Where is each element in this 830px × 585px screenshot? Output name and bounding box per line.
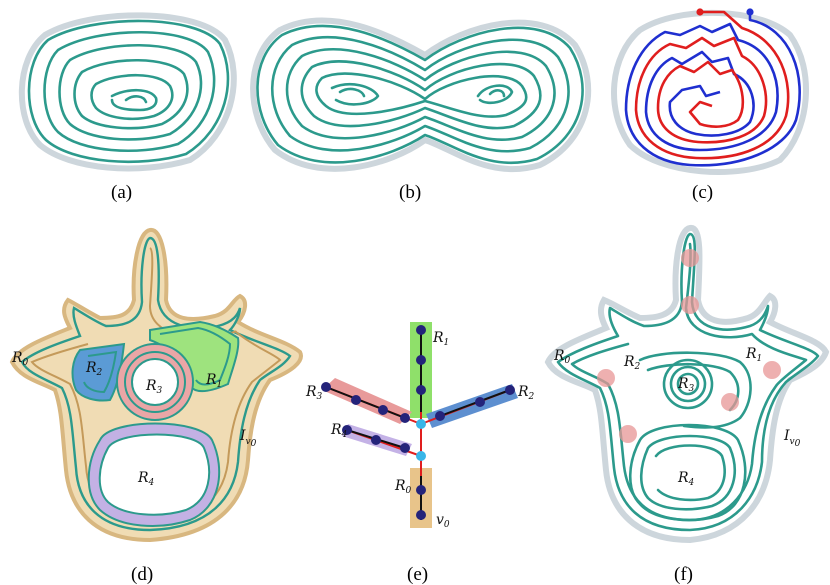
label-f-r0: R0 <box>553 348 571 366</box>
panel-d-region-decomposition <box>9 228 303 543</box>
tree-band-r2 <box>426 384 518 428</box>
label-f-interval: Iv0 <box>783 428 801 449</box>
panel-c-two-paths <box>611 8 809 175</box>
caption-b: (b) <box>399 182 421 203</box>
label-e-r0: R0 <box>394 478 412 496</box>
caption-d: (d) <box>131 564 153 585</box>
tree-junction-node <box>416 419 426 429</box>
panel-f-final-path <box>544 225 830 544</box>
label-e-r4: R4 <box>330 422 348 440</box>
label-d-r0: R0 <box>11 350 29 368</box>
label-f-r4: R4 <box>677 470 695 488</box>
caption-e: (e) <box>407 564 428 585</box>
label-e-r2: R2 <box>517 384 535 402</box>
label-d-interval: Iv0 <box>239 428 257 449</box>
tree-junction-node <box>416 451 426 461</box>
label-f-r2: R2 <box>623 354 641 372</box>
label-d-r3: R3 <box>145 378 163 396</box>
label-e-r1: R1 <box>432 330 449 348</box>
label-d-r2: R2 <box>85 360 103 378</box>
panel-b-double-spiral <box>250 17 592 173</box>
panel-a-spiral <box>18 12 237 172</box>
caption-c: (c) <box>692 182 713 203</box>
panel-e-tree <box>321 322 518 528</box>
tree-band-r3 <box>322 378 412 424</box>
label-e-root: v0 <box>436 512 450 530</box>
label-e-r3: R3 <box>305 384 323 402</box>
caption-f: (f) <box>674 564 693 585</box>
label-f-r1: R1 <box>745 346 762 364</box>
caption-a: (a) <box>111 182 132 203</box>
label-f-r3: R3 <box>677 376 695 394</box>
label-d-r4: R4 <box>137 470 155 488</box>
label-d-r1: R1 <box>205 372 222 390</box>
